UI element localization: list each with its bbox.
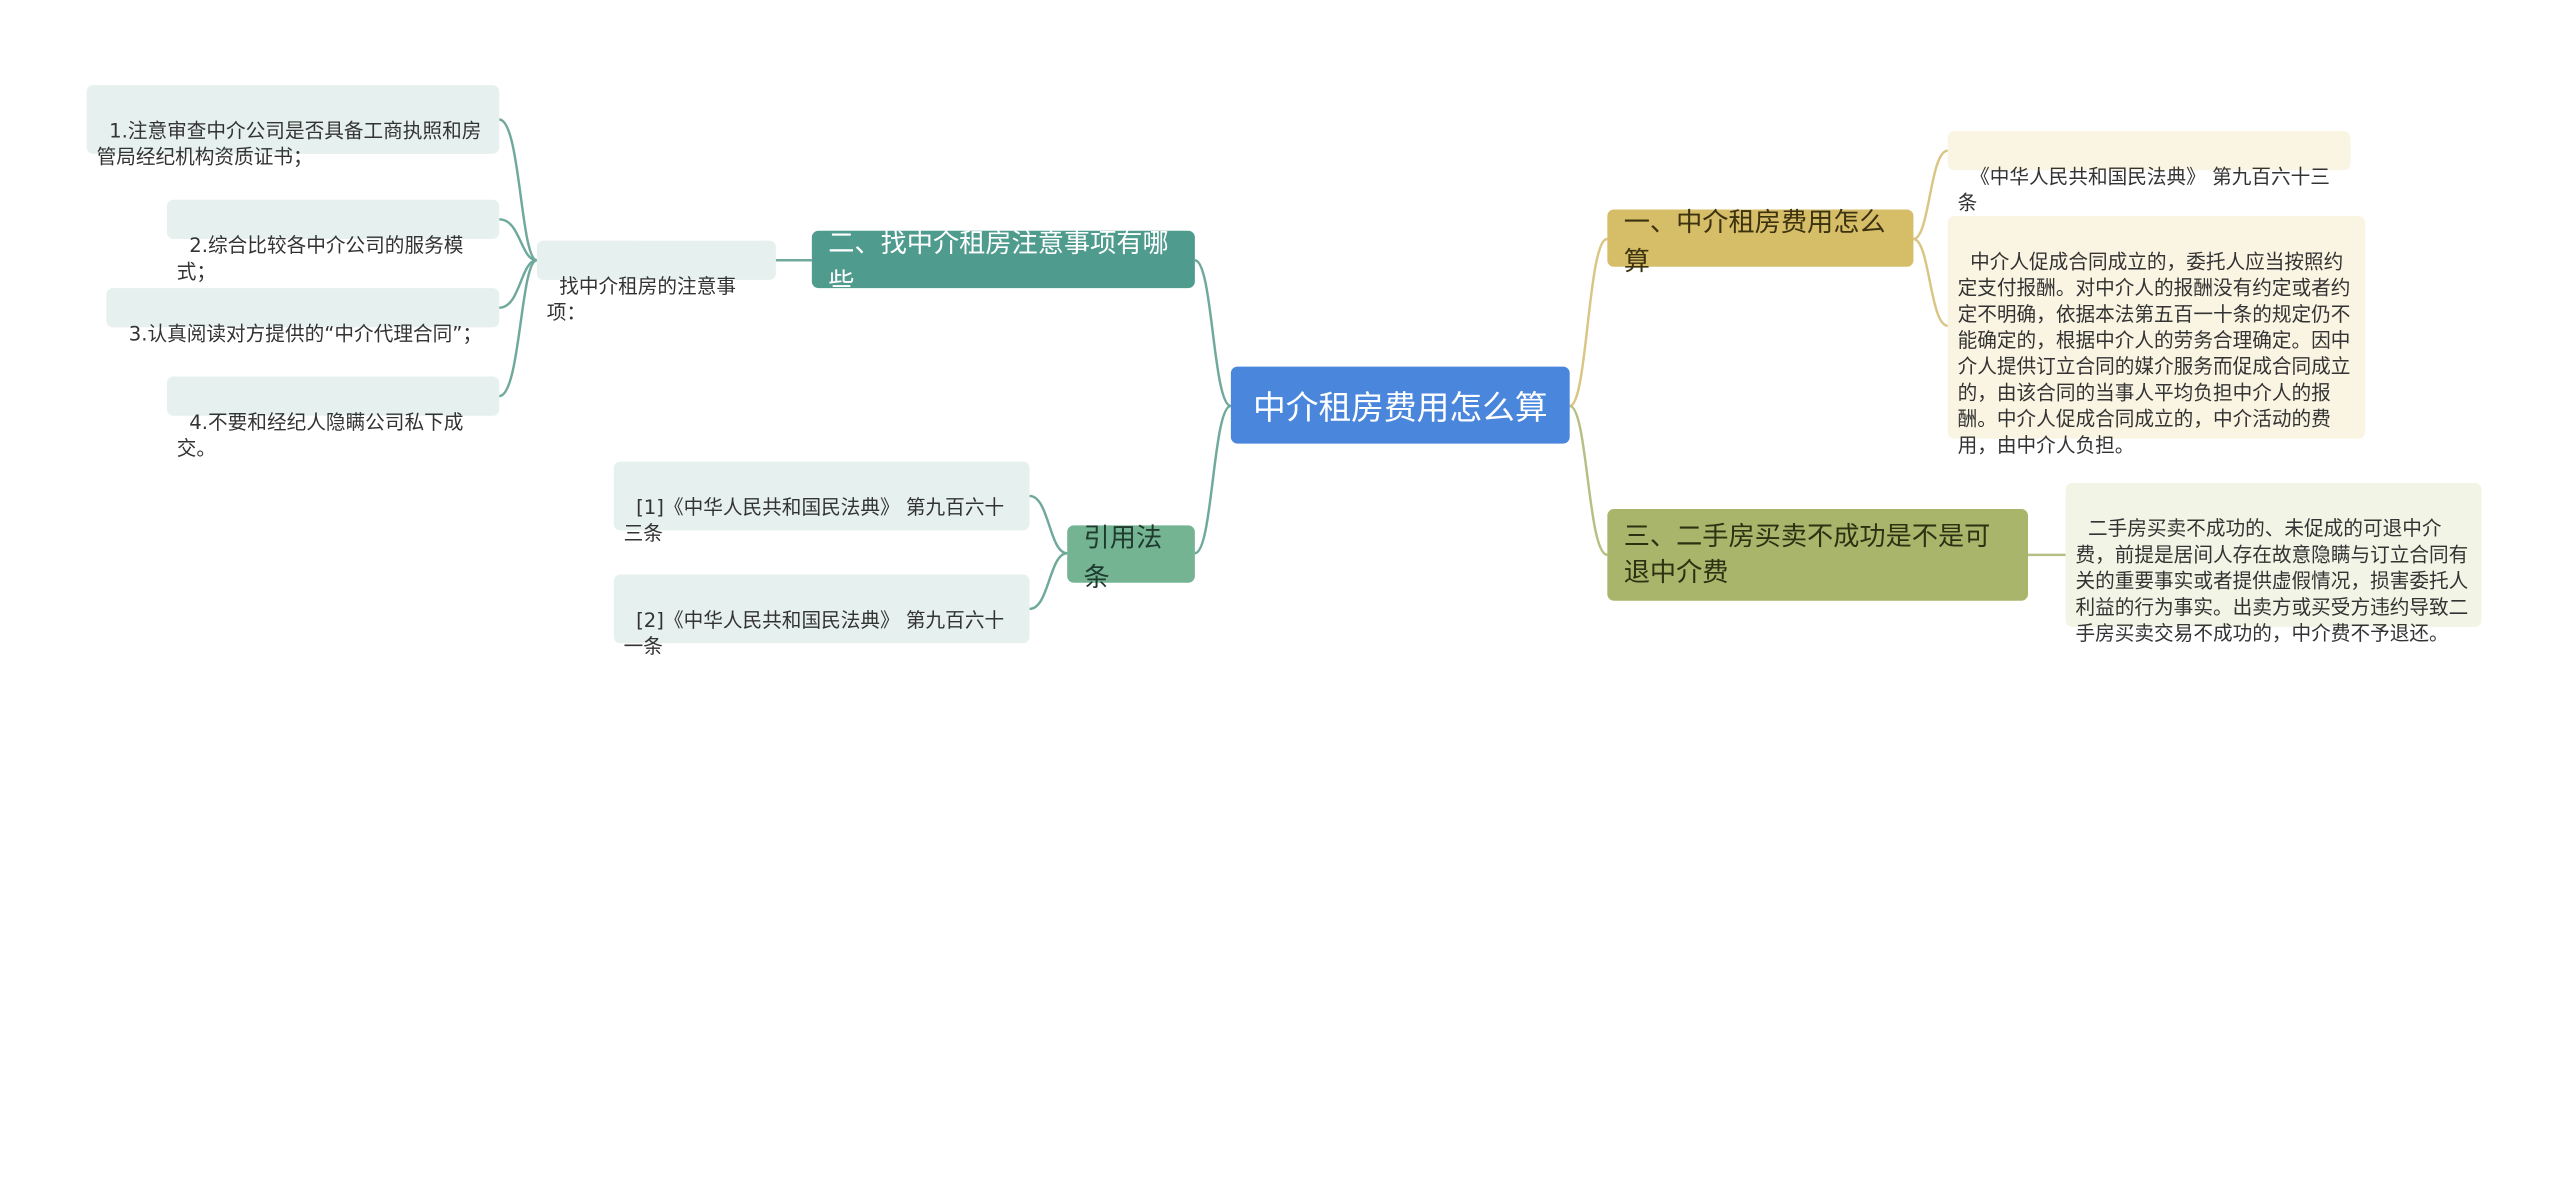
fee-law-ref[interactable]: 《中华人民共和国民法典》 第九百六十三条 (1947, 130, 2351, 214)
link-sub-item4 (498, 259, 538, 398)
root-node[interactable]: 中介租房费用怎么算 (1230, 366, 1570, 444)
note-item-4-label: 4.不要和经纪人隐瞒公司私下成交。 (176, 410, 464, 460)
connector-lines (498, 118, 2066, 611)
link-b2-item1 (1029, 494, 1068, 555)
sub-notes-heading[interactable]: 找中介租房的注意事项： (536, 240, 776, 324)
link-sub-item2 (499, 218, 538, 262)
fee-law-ref-label: 《中华人民共和国民法典》 第九百六十三条 (1957, 165, 2330, 215)
note-item-2-label: 2.综合比较各中介公司的服务模式； (176, 234, 464, 284)
refund-text-label: 二手房买卖不成功的、未促成的可退中介费，前提是居间人存在故意隐瞒与订立合同有关的… (2075, 517, 2469, 645)
sub-notes-heading-label: 找中介租房的注意事项： (546, 274, 736, 325)
citation-item-2-label: [2]《中华人民共和国民法典》 第九百六十一条 (623, 608, 1005, 658)
note-item-3[interactable]: 3.认真阅读对方提供的“中介代理合同”； (106, 288, 500, 345)
citation-item-2[interactable]: [2]《中华人民共和国民法典》 第九百六十一条 (613, 574, 1030, 658)
note-item-1-label: 1.注意审查中介公司是否具备工商执照和房管局经纪机构资质证书； (96, 119, 482, 169)
link-sub-item3 (499, 259, 538, 309)
citation-item-1[interactable]: [1]《中华人民共和国民法典》 第九百六十三条 (613, 461, 1030, 545)
refund-text[interactable]: 二手房买卖不成功的、未促成的可退中介费，前提是居间人存在故意隐瞒与订立合同有关的… (2065, 482, 2482, 645)
link-b2-item2 (1029, 552, 1068, 611)
branch-notes-label: 二、找中介租房注意事项有哪些 (828, 226, 1169, 298)
branch-refund[interactable]: 三、二手房买卖不成功是不是可退中介费 (1607, 509, 2028, 601)
root-label: 中介租房费用怎么算 (1252, 387, 1548, 428)
note-item-3-label: 3.认真阅读对方提供的“中介代理合同”； (128, 322, 483, 346)
link-sub-item1 (498, 118, 538, 262)
link-root-b1 (1194, 259, 1232, 408)
link-root-b3 (1569, 237, 1608, 408)
note-item-4[interactable]: 4.不要和经纪人隐瞒公司私下成交。 (166, 376, 500, 460)
branch-notes[interactable]: 二、找中介租房注意事项有哪些 (811, 227, 1195, 297)
note-item-1[interactable]: 1.注意审查中介公司是否具备工商执照和房管局经纪机构资质证书； (86, 85, 500, 169)
link-root-b2 (1194, 404, 1232, 555)
branch-fee-calc[interactable]: 一、中介租房费用怎么算 (1607, 205, 1914, 276)
link-b3-item2 (1912, 237, 1949, 327)
citation-item-1-label: [1]《中华人民共和国民法典》 第九百六十三条 (623, 495, 1005, 546)
fee-law-text[interactable]: 中介人促成合同成立的，委托人应当按照约定支付报酬。对中介人的报酬没有约定或者约定… (1947, 216, 2366, 457)
branch-citations-label: 引用法条 (1083, 521, 1163, 592)
note-item-2[interactable]: 2.综合比较各中介公司的服务模式； (166, 199, 500, 283)
branch-fee-calc-label: 一、中介租房费用怎么算 (1623, 205, 1886, 276)
branch-citations[interactable]: 引用法条 (1067, 521, 1195, 592)
fee-law-text-label: 中介人促成合同成立的，委托人应当按照约定支付报酬。对中介人的报酬没有约定或者约定… (1957, 250, 2351, 457)
link-root-b4 (1569, 404, 1608, 557)
link-b3-item1 (1912, 149, 1949, 241)
branch-refund-label: 三、二手房买卖不成功是不是可退中介费 (1623, 520, 1991, 588)
